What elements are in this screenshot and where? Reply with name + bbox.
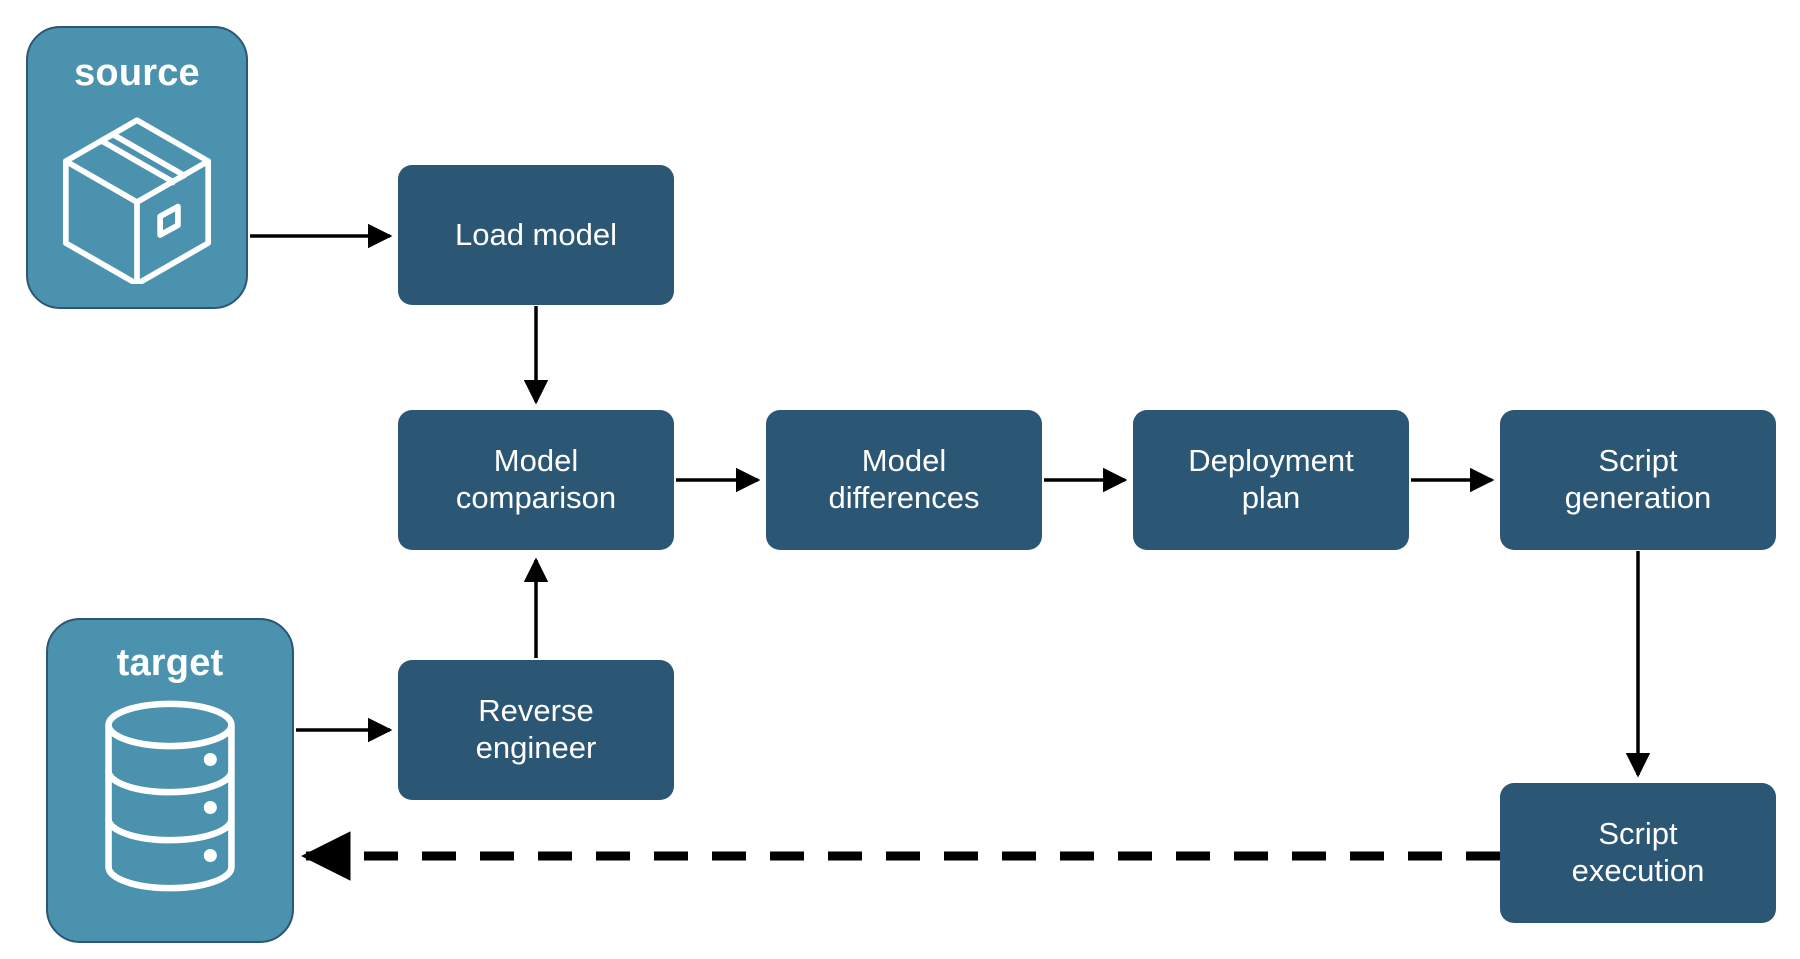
endpoint-target[interactable]: target <box>46 618 294 943</box>
process-reverse-engineer[interactable]: Reverse engineer <box>398 660 674 800</box>
process-script-execution-line-1: Script <box>1598 816 1678 852</box>
process-reverse-engineer-line-1: Reverse <box>478 693 594 729</box>
process-model-differences-line-1: Model <box>861 443 947 479</box>
process-model-differences[interactable]: Model differences <box>766 410 1042 550</box>
process-load-model-line-1: Load model <box>454 216 617 252</box>
process-script-execution[interactable]: Script execution <box>1500 783 1776 923</box>
package-box-icon <box>48 106 226 289</box>
process-model-differences-line-2: differences <box>828 480 980 515</box>
process-script-generation[interactable]: Script generation <box>1500 410 1776 550</box>
endpoint-source-label: source <box>74 52 200 94</box>
process-model-comparison[interactable]: Model comparison <box>398 410 674 550</box>
process-deployment-plan-line-1: Deployment <box>1188 443 1354 479</box>
endpoint-source[interactable]: source <box>26 26 248 309</box>
process-model-comparison-line-1: Model <box>493 443 579 479</box>
process-reverse-engineer-line-2: engineer <box>475 730 597 765</box>
process-model-comparison-line-2: comparison <box>455 480 617 515</box>
process-deployment-plan[interactable]: Deployment plan <box>1133 410 1409 550</box>
database-cylinder-icon <box>100 700 240 897</box>
process-script-generation-line-1: Script <box>1598 443 1678 479</box>
endpoint-target-label: target <box>116 642 224 684</box>
process-script-generation-line-2: generation <box>1564 480 1712 515</box>
process-script-execution-line-2: execution <box>1571 853 1705 888</box>
process-deployment-plan-line-2: plan <box>1241 480 1301 515</box>
process-load-model[interactable]: Load model <box>398 165 674 305</box>
